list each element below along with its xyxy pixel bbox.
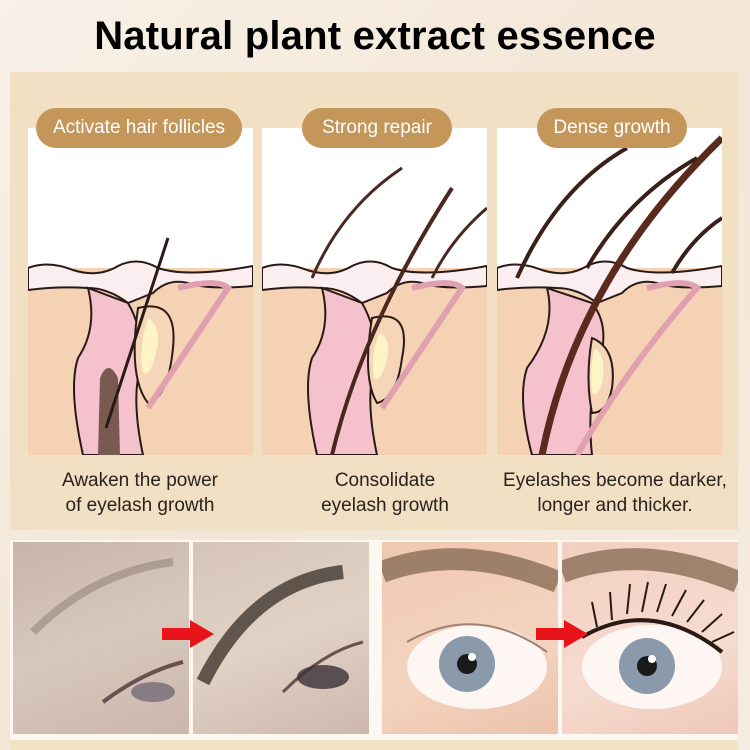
eyebrow-after-photo [193,542,369,734]
hair-follicle-illustration [262,166,487,455]
caption-line: of eyelash growth [65,495,215,516]
stage-caption-dense: Eyelashes become darker, longer and thic… [490,468,740,518]
caption-line: eyelash growth [321,495,449,516]
page-title: Natural plant extract essence [94,14,656,58]
long-eyelash-image [562,548,738,709]
hair-follicle-illustration [28,237,253,455]
sparse-eyelash-image [382,548,558,709]
stage-label-repair: Strong repair [302,108,452,148]
stage-caption-activate: Awaken the power of eyelash growth [20,468,260,518]
bottom-strip [10,740,738,750]
dense-eyebrow-image [196,565,364,694]
stage-illustration-repair [262,128,487,455]
red-arrow-right-icon [536,620,588,648]
eyelash-before-photo [382,542,558,734]
caption-line: Awaken the power [62,470,218,491]
stage-illustration-activate [28,128,253,455]
caption-line: longer and thicker. [537,495,693,516]
hair-follicle-illustration [497,135,722,455]
eyelash-after-photo [562,542,738,734]
stage-illustration-dense [497,128,722,455]
stage-label-activate: Activate hair follicles [36,108,242,148]
caption-line: Eyelashes become darker, [503,470,727,491]
red-arrow-right-icon [162,620,214,648]
sparse-eyebrow-image [30,558,184,704]
caption-line: Consolidate [334,470,436,491]
stage-label-dense: Dense growth [537,108,687,148]
stage-caption-repair: Consolidate eyelash growth [265,468,505,518]
eyebrow-before-photo [13,542,189,734]
